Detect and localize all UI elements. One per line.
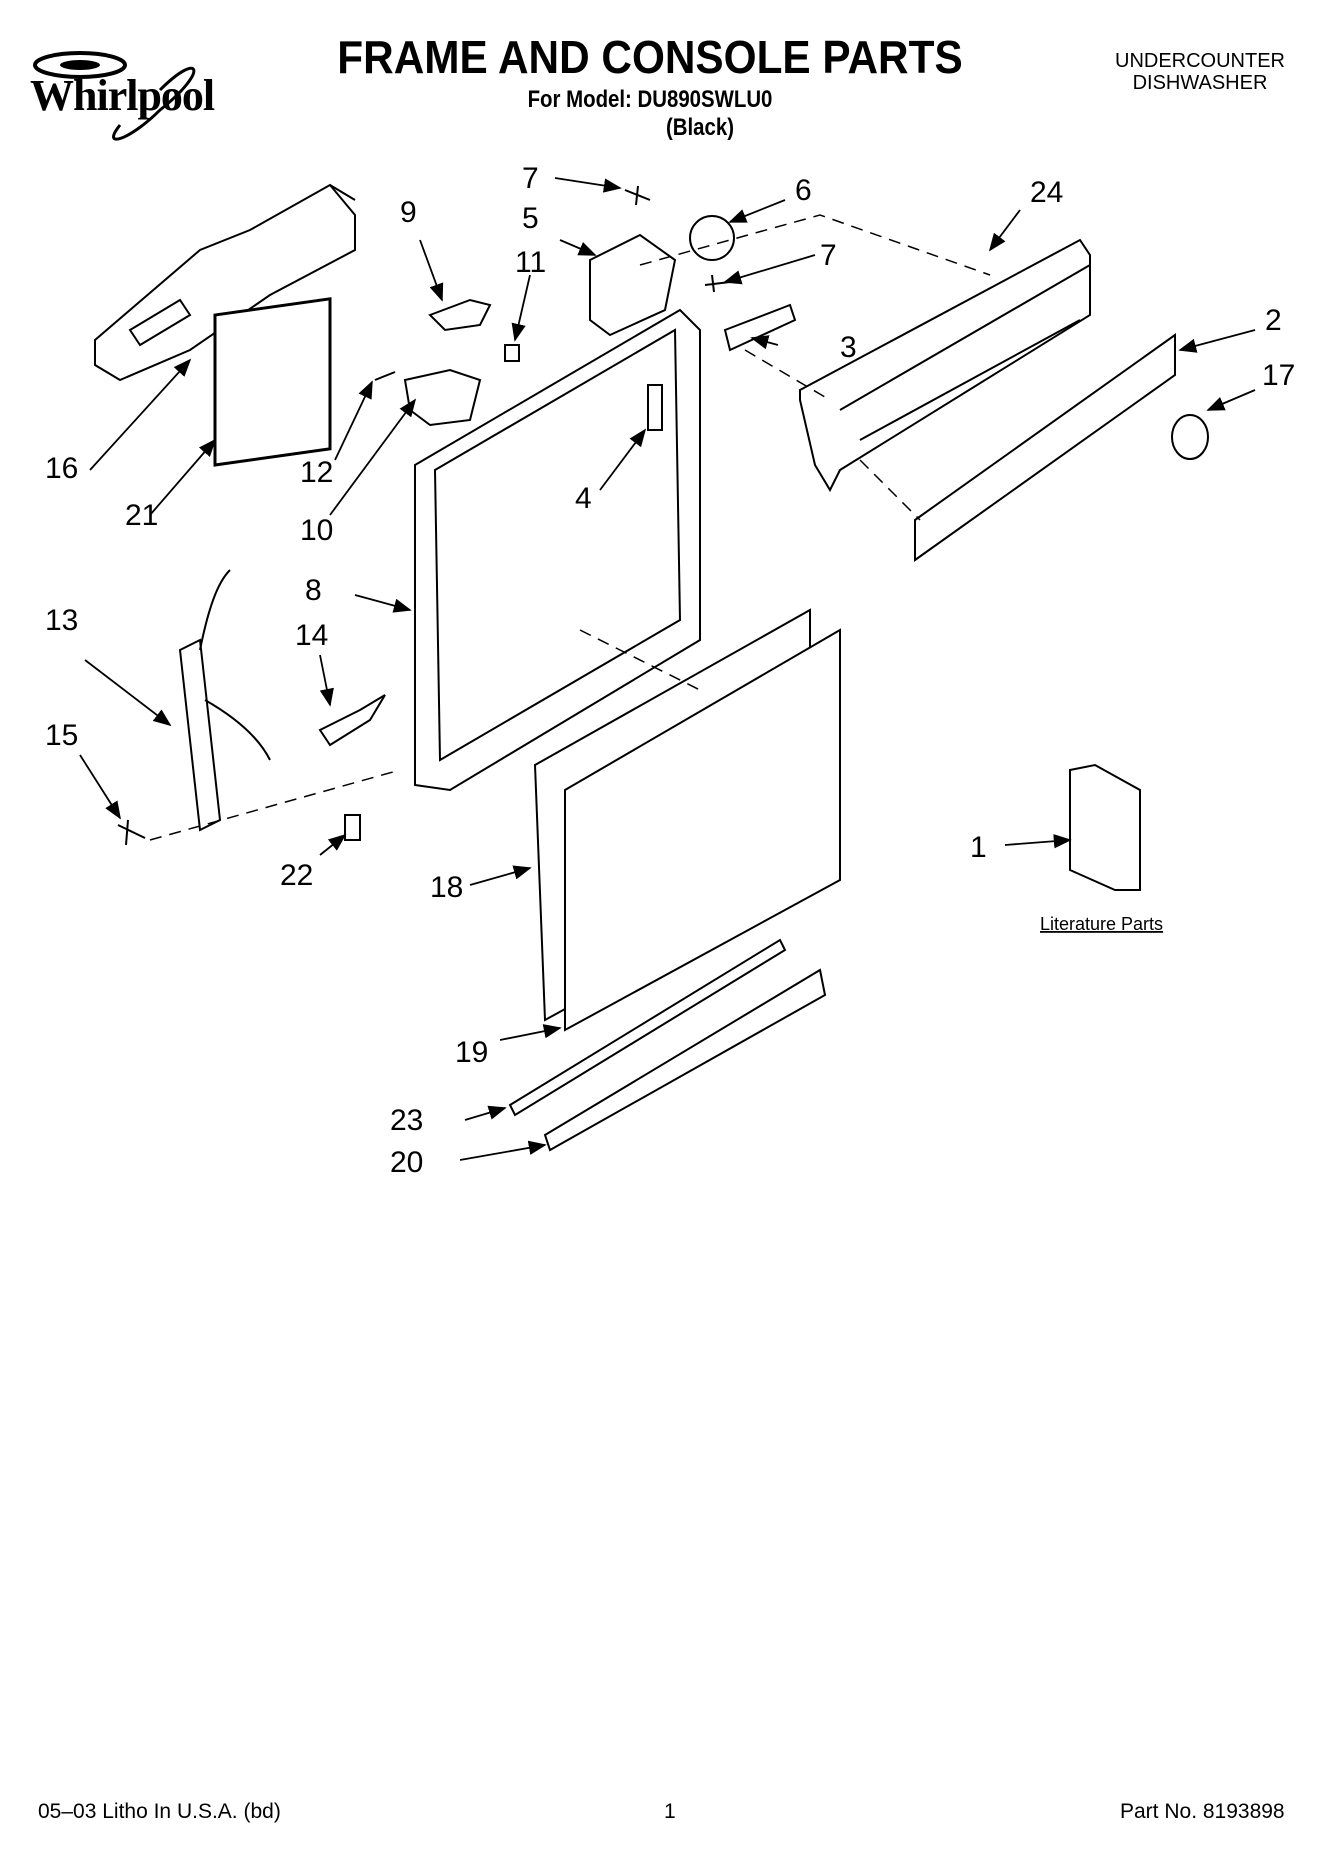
callout-1: 1 (970, 831, 987, 864)
callout-11: 11 (515, 246, 546, 279)
callout-23: 23 (390, 1104, 423, 1137)
part-8-frame (414, 308, 701, 792)
part-7-screw-mid (704, 274, 731, 293)
callout-22: 22 (280, 859, 313, 892)
model-line: For Model: DU890SWLU0 (527, 86, 773, 113)
callout-6: 6 (795, 174, 812, 207)
part-15-screw (117, 819, 146, 846)
page-title: FRAME AND CONSOLE PARTS (337, 31, 963, 83)
whirlpool-logo: Whirlpool (10, 30, 260, 150)
callout-5: 5 (522, 202, 539, 235)
part-20-strip (543, 968, 827, 1152)
callout-13: 13 (45, 604, 78, 637)
part-1-literature (1069, 763, 1141, 891)
part-3-bracket (723, 303, 797, 352)
literature-parts-label: Literature Parts (1040, 914, 1163, 934)
color-line: (Black) (665, 114, 735, 141)
callout-leaders (79, 177, 1256, 1161)
brand-name: Whirlpool (30, 71, 215, 120)
part-19-panel (564, 628, 841, 1032)
callout-7-mid: 7 (820, 239, 837, 272)
appliance-category: UNDERCOUNTER DISHWASHER (1090, 50, 1310, 94)
callout-21: 21 (125, 499, 158, 532)
callout-15: 15 (45, 719, 78, 752)
part-5-latch (589, 233, 677, 337)
callout-3: 3 (840, 331, 857, 364)
callout-7-top: 7 (522, 162, 539, 195)
callout-20: 20 (390, 1146, 423, 1179)
part-6-cam (689, 215, 735, 261)
part-23-strip (508, 938, 787, 1117)
category-line-1: UNDERCOUNTER (1115, 50, 1285, 72)
callout-24: 24 (1030, 176, 1063, 209)
part-13-harness (178, 638, 222, 832)
footer-page-number: 1 (664, 1800, 676, 1823)
part-17-knob (1171, 414, 1209, 460)
callout-19: 19 (455, 1036, 488, 1069)
alignment-lines (149, 214, 991, 841)
category-line-2: DISHWASHER (1132, 72, 1268, 94)
footer-print-info: 05–03 Litho In U.S.A. (bd) (38, 1800, 281, 1823)
part-4-bracket (647, 384, 663, 431)
part-12-clip (374, 371, 396, 381)
part-24-console (799, 238, 1091, 493)
callout-12: 12 (300, 456, 333, 489)
part-9-switch (428, 298, 492, 332)
callout-2: 2 (1265, 304, 1282, 337)
callout-17: 17 (1262, 359, 1295, 392)
callout-9: 9 (400, 196, 417, 229)
part-7-screw-top (624, 185, 651, 206)
part-11-connector (504, 344, 520, 362)
logo-swirl-icon (33, 51, 196, 141)
part-2-control-panel (914, 333, 1176, 562)
callout-16: 16 (45, 452, 78, 485)
part-21-panel (213, 297, 332, 467)
callout-4: 4 (575, 482, 592, 515)
part-10-bracket (403, 368, 482, 427)
part-16-housing (94, 183, 356, 382)
part-14-sensor (318, 694, 386, 747)
footer-part-number: Part No. 8193898 (1120, 1800, 1285, 1823)
part-22-clip (344, 814, 361, 841)
callout-8: 8 (305, 574, 322, 607)
callout-14: 14 (295, 619, 328, 652)
callout-18: 18 (430, 871, 463, 904)
callout-10: 10 (300, 514, 333, 547)
